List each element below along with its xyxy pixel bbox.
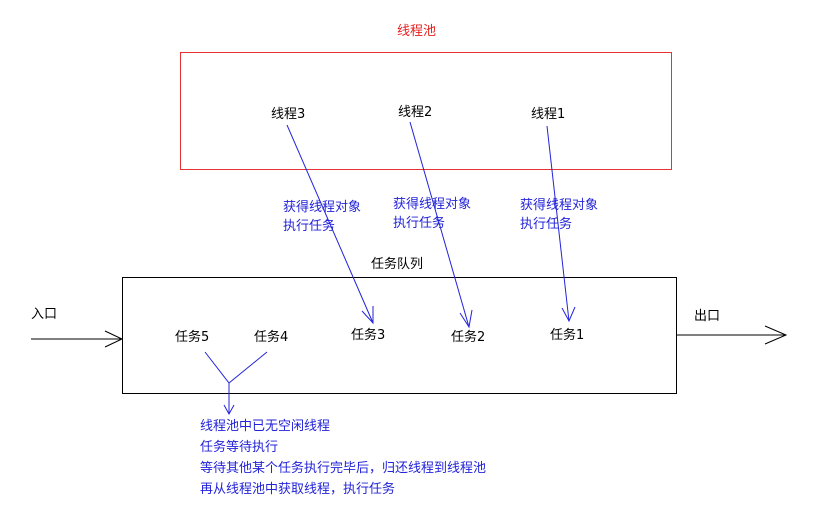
thread-3-to-task-3-arrow — [286, 124, 374, 325]
entry-label: 入口 — [31, 307, 58, 322]
note-line-4: 再从线程池中获取线程，执行任务 — [200, 482, 396, 497]
task-4-label: 任务4 — [254, 330, 289, 345]
task-queue-box — [122, 277, 677, 394]
acquire-label-thread-3: 获得线程对象 执行任务 — [283, 200, 361, 235]
acquire-label-line-1: 获得线程对象 — [393, 197, 472, 212]
task-5-label: 任务5 — [175, 330, 210, 345]
task-1-label: 任务1 — [550, 328, 585, 343]
entry-arrow — [31, 330, 124, 348]
note-line-2: 任务等待执行 — [200, 440, 279, 455]
thread-pool-title: 线程池 — [397, 24, 437, 39]
acquire-label-line-2: 执行任务 — [393, 216, 446, 231]
thread-2-to-task-2-arrow — [409, 121, 473, 329]
thread-2-label: 线程2 — [398, 105, 433, 120]
exit-arrow — [677, 325, 788, 345]
thread-1-to-task-1-arrow — [546, 125, 576, 323]
task-2-label: 任务2 — [451, 330, 486, 345]
thread-3-label: 线程3 — [271, 107, 306, 122]
exit-label: 出口 — [694, 309, 721, 324]
acquire-label-line-2: 执行任务 — [283, 219, 336, 234]
acquire-label-thread-2: 获得线程对象 执行任务 — [393, 197, 471, 232]
thread-pool-box — [180, 52, 672, 170]
acquire-label-line-1: 获得线程对象 — [283, 200, 362, 215]
note-line-1: 线程池中已无空闲线程 — [200, 419, 331, 434]
task-queue-title: 任务队列 — [371, 257, 424, 272]
waiting-tasks-connector — [204, 351, 268, 416]
waiting-note: 线程池中已无空闲线程 任务等待执行 等待其他某个任务执行完毕后，归还线程到线程池… — [200, 416, 486, 500]
task-3-label: 任务3 — [351, 328, 386, 343]
acquire-label-line-1: 获得线程对象 — [520, 198, 599, 213]
thread-1-label: 线程1 — [531, 107, 566, 122]
note-line-3: 等待其他某个任务执行完毕后，归还线程到线程池 — [200, 461, 487, 476]
